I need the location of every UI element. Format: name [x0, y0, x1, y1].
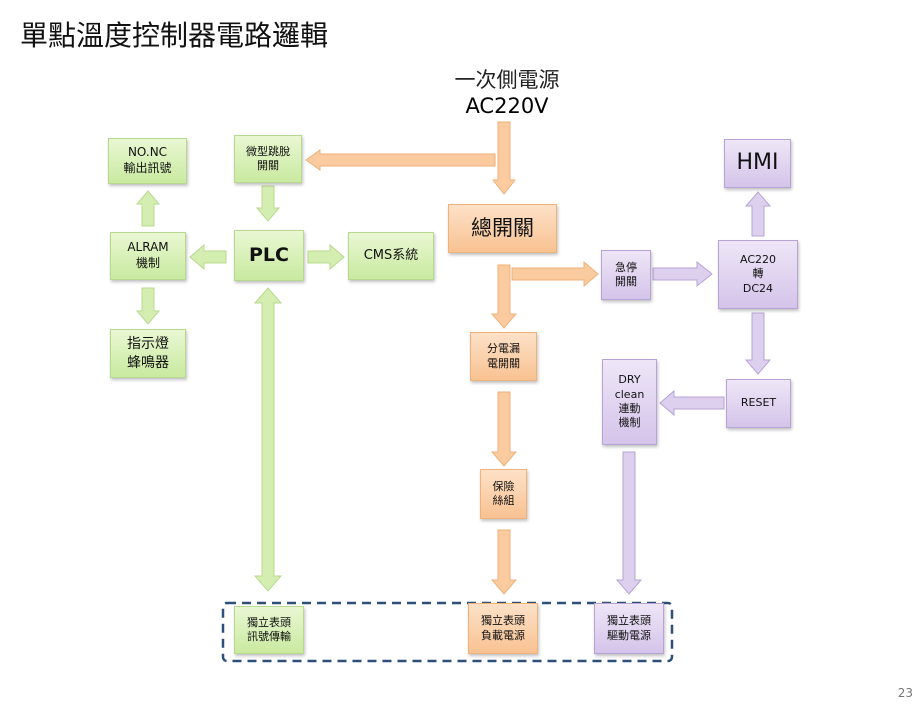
- arrow-alarm-to-nonc: [135, 190, 161, 227]
- main-switch-box: 總開關: [448, 204, 557, 253]
- arrow-fuse-to-meter-load: [490, 529, 518, 595]
- reset-box: RESET: [726, 379, 791, 428]
- power-source-label: 一次側電源: [454, 68, 560, 92]
- arrow-plc-meter-signal-bidirectional: [253, 287, 283, 592]
- power-source-voltage: AC220V: [465, 94, 549, 118]
- arrow-branch-to-fuse: [490, 391, 518, 467]
- meter-load-box: 獨立表頭 負載電源: [468, 603, 538, 654]
- dry-clean-box: DRY clean 連動 機制: [602, 359, 657, 445]
- estop-box: 急停 開關: [601, 250, 651, 300]
- page-title: 單點溫度控制器電路邏輯: [20, 19, 329, 52]
- cms-box: CMS系統: [348, 232, 434, 280]
- arrow-plc-to-cms: [307, 243, 345, 271]
- arrow-converter-to-reset: [744, 312, 772, 375]
- arrow-alarm-to-indicator: [135, 287, 161, 325]
- arrow-dry-clean-to-meter-drive: [615, 451, 643, 595]
- fuse-box: 保險 絲組: [480, 469, 527, 519]
- arrow-converter-to-hmi: [744, 191, 772, 237]
- arrow-source-to-main-switch: [491, 121, 517, 195]
- alarm-box: ALRAM 機制: [110, 232, 186, 280]
- branch-breaker-box: 分電漏 電開關: [470, 332, 537, 381]
- plc-box: PLC: [234, 230, 304, 281]
- indicator-box: 指示燈 蜂鳴器: [110, 329, 186, 378]
- arrow-source-to-micro-switch: [305, 149, 496, 171]
- arrow-estop-to-converter: [652, 260, 713, 288]
- arrow-reset-to-dry-clean: [659, 389, 725, 417]
- arrow-main-to-branch-breaker: [490, 264, 518, 329]
- converter-box: AC220 轉 DC24: [718, 240, 798, 309]
- micro-switch-box: 微型跳脫 開關: [234, 135, 302, 183]
- arrow-main-to-estop: [511, 260, 599, 288]
- arrow-plc-to-alarm: [189, 243, 227, 271]
- arrow-micro-switch-to-plc: [255, 185, 281, 222]
- page-number: 23: [897, 686, 913, 700]
- meter-group-boundary: [221, 601, 674, 663]
- hmi-box: HMI: [724, 139, 791, 188]
- nonc-output-box: NO.NC 輸出訊號: [108, 138, 187, 184]
- meter-signal-box: 獨立表頭 訊號傳輸: [234, 606, 304, 654]
- meter-drive-box: 獨立表頭 驅動電源: [594, 603, 664, 654]
